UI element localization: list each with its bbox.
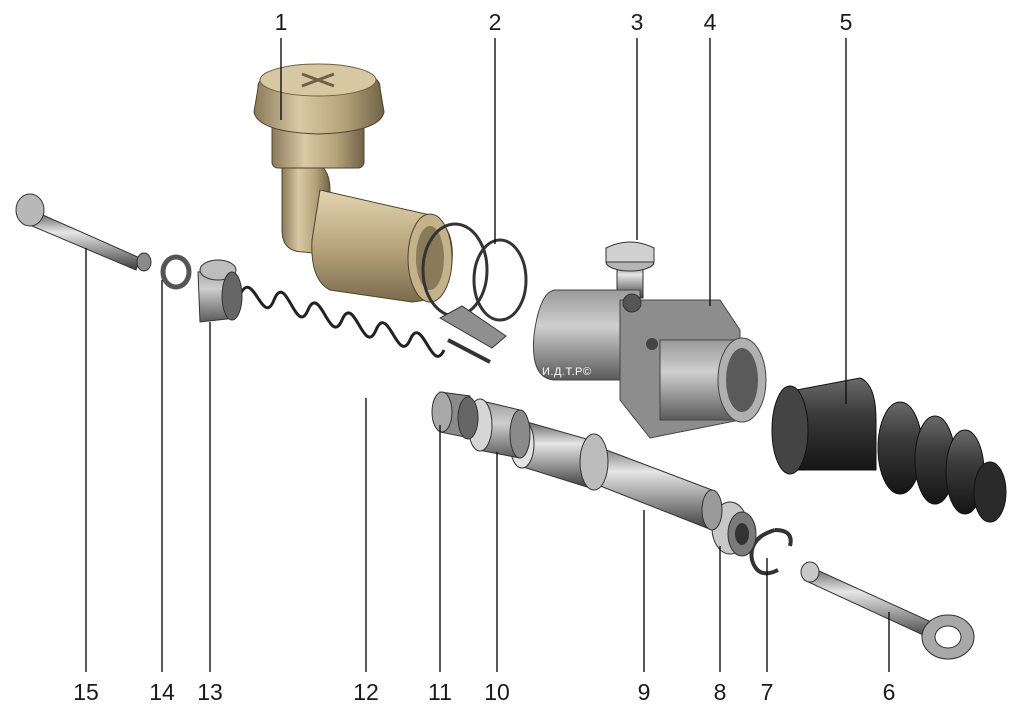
- part-9-piston: [509, 419, 723, 531]
- part-7-retaining-ring: [749, 528, 793, 576]
- label-6: 6: [883, 679, 896, 705]
- label-1: 1: [275, 9, 288, 35]
- part-4-cylinder-body: И.Д.Т.Р©: [532, 289, 767, 439]
- label-2: 2: [489, 9, 502, 35]
- part-11-spring-seat: [431, 391, 479, 440]
- label-15: 15: [73, 679, 99, 705]
- label-13: 13: [197, 679, 223, 705]
- part-14-ring: [160, 254, 192, 290]
- part-12-spring: [236, 285, 446, 358]
- part-15-stop-pin: [15, 193, 152, 272]
- part-1-reservoir: [253, 63, 453, 303]
- watermark: И.Д.Т.Р©: [542, 366, 591, 378]
- part-6-pushrod: [800, 561, 975, 660]
- label-11: 11: [428, 679, 452, 705]
- part-13-guide-sleeve: [197, 259, 243, 323]
- part-8-seal: [711, 501, 757, 557]
- part-5-boot: [771, 377, 1007, 523]
- label-12: 12: [353, 679, 379, 705]
- label-7: 7: [761, 679, 774, 705]
- leader-lines: [85, 38, 890, 672]
- part-2-hose-clamp: [421, 222, 528, 364]
- label-5: 5: [840, 9, 853, 35]
- label-3: 3: [631, 9, 644, 35]
- label-8: 8: [714, 679, 727, 705]
- label-14: 14: [149, 679, 175, 705]
- label-4: 4: [704, 9, 717, 35]
- label-10: 10: [484, 679, 510, 705]
- part-labels: 1 2 3 4 5 6 7 8 9 10 11 12 13 14 15: [73, 9, 895, 705]
- label-9: 9: [638, 679, 651, 705]
